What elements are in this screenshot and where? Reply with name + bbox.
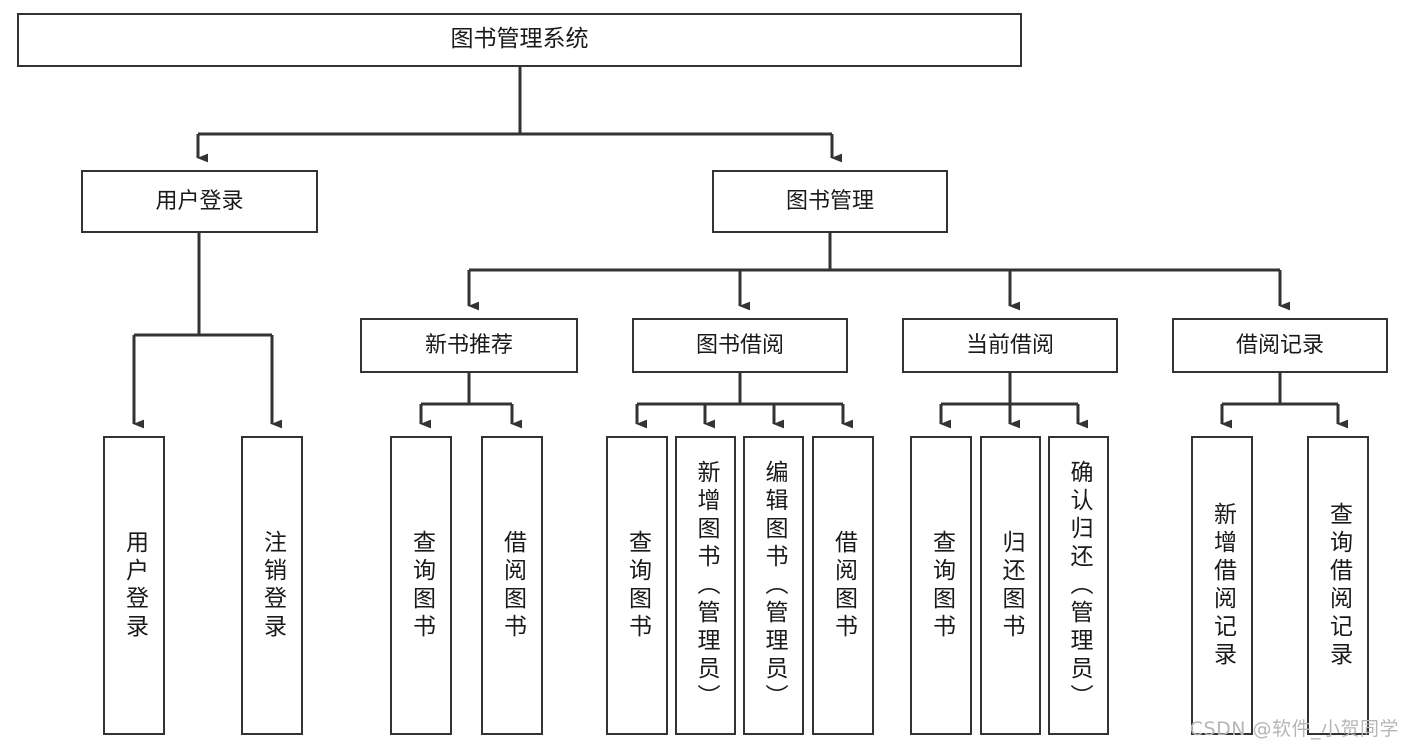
leaf-logout[interactable]: 注销登录: [241, 436, 303, 735]
leaf-add-book[interactable]: 新增图书（管理员）: [675, 436, 736, 735]
node-book-manage[interactable]: 图书管理: [712, 170, 948, 233]
leaf-confirm-return[interactable]: 确认归还（管理员）: [1048, 436, 1109, 735]
leaf-user-login-label: 用户登录: [121, 529, 148, 642]
node-book-manage-label: 图书管理: [785, 188, 874, 214]
leaf-borrow-book-1-label: 借阅图书: [499, 529, 526, 642]
node-borrow-record-label: 借阅记录: [1235, 332, 1324, 358]
node-new-book-rec[interactable]: 新书推荐: [360, 318, 578, 373]
leaf-confirm-return-label: 确认归还（管理员）: [1066, 459, 1092, 712]
node-borrow-record[interactable]: 借阅记录: [1172, 318, 1388, 373]
watermark-text: CSDN @软件_小贺同学: [1189, 718, 1399, 740]
leaf-add-record-label: 新增借阅记录: [1209, 501, 1236, 670]
leaf-return-book[interactable]: 归还图书: [980, 436, 1041, 735]
node-book-borrow-label: 图书借阅: [695, 332, 784, 358]
node-new-book-rec-label: 新书推荐: [424, 332, 513, 358]
node-user-login-label: 用户登录: [155, 188, 244, 214]
node-user-login[interactable]: 用户登录: [81, 170, 318, 233]
leaf-borrow-book-2-label: 借阅图书: [830, 529, 857, 642]
leaf-query-book-2-label: 查询图书: [624, 529, 651, 642]
leaf-edit-book[interactable]: 编辑图书（管理员）: [743, 436, 804, 735]
node-root[interactable]: 图书管理系统: [17, 13, 1022, 67]
leaf-query-book-3-label: 查询图书: [928, 529, 955, 642]
leaf-query-record-label: 查询借阅记录: [1325, 501, 1352, 670]
leaf-edit-book-label: 编辑图书（管理员）: [761, 459, 787, 712]
leaf-query-book-2[interactable]: 查询图书: [606, 436, 668, 735]
leaf-add-record[interactable]: 新增借阅记录: [1191, 436, 1253, 735]
leaf-query-book-1-label: 查询图书: [408, 529, 435, 642]
leaf-query-book-1[interactable]: 查询图书: [390, 436, 452, 735]
leaf-user-login[interactable]: 用户登录: [103, 436, 165, 735]
node-current-borrow-label: 当前借阅: [965, 332, 1054, 358]
node-root-label: 图书管理系统: [450, 26, 589, 53]
leaf-borrow-book-2[interactable]: 借阅图书: [812, 436, 874, 735]
leaf-query-record[interactable]: 查询借阅记录: [1307, 436, 1369, 735]
leaf-return-book-label: 归还图书: [998, 529, 1024, 642]
leaf-add-book-label: 新增图书（管理员）: [693, 459, 719, 712]
leaf-borrow-book-1[interactable]: 借阅图书: [481, 436, 543, 735]
node-current-borrow[interactable]: 当前借阅: [902, 318, 1118, 373]
node-book-borrow[interactable]: 图书借阅: [632, 318, 848, 373]
leaf-query-book-3[interactable]: 查询图书: [910, 436, 972, 735]
leaf-logout-label: 注销登录: [259, 529, 286, 642]
